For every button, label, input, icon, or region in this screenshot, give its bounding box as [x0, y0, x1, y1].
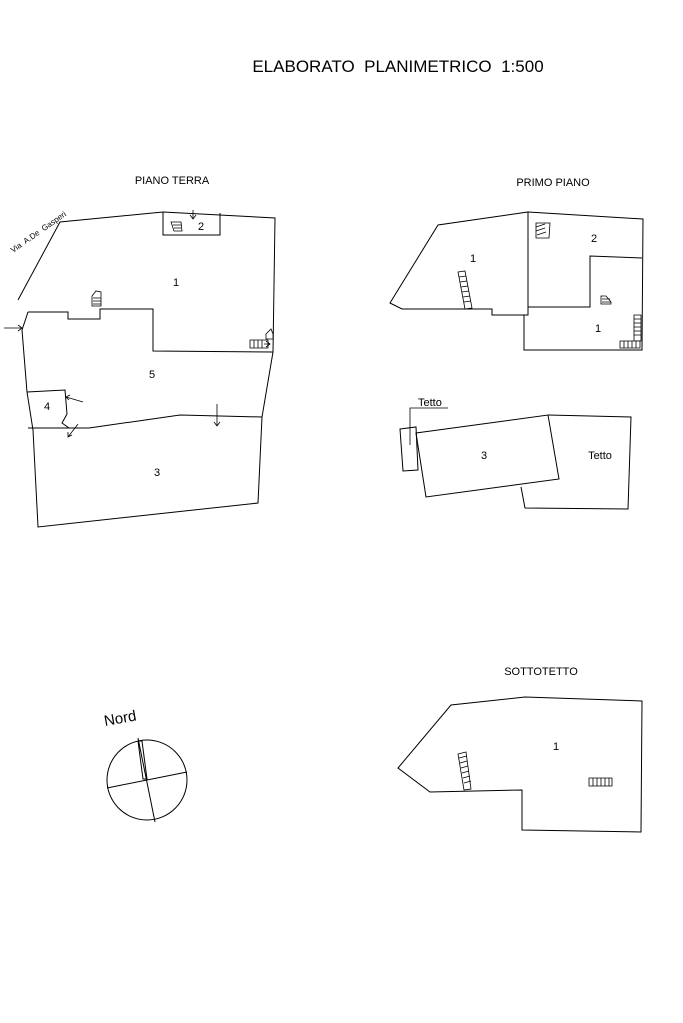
- primo-piano-title: PRIMO PIANO: [516, 177, 590, 189]
- unit-label: 5: [149, 369, 155, 381]
- unit-4-outline: [26, 389, 70, 429]
- unit-label: 1: [595, 323, 601, 335]
- unit-label: 3: [154, 467, 160, 479]
- stair-icon: [249, 328, 274, 349]
- divider-5-3: [28, 414, 263, 429]
- stair-icon: [535, 222, 551, 239]
- unit-1-outline: [397, 696, 643, 833]
- roof-left-label: Tetto: [418, 397, 442, 409]
- unit-3-outline: [415, 414, 560, 498]
- roof-right-label: Tetto: [588, 450, 612, 462]
- unit-label: 1: [470, 253, 476, 265]
- unit-label: 3: [481, 450, 487, 462]
- unit-1-outline: [17, 211, 276, 353]
- roof-leader-line: [409, 407, 448, 445]
- entrance-arrows: [4, 210, 221, 438]
- unit-5-outline: [21, 311, 274, 528]
- stair-icon: [619, 314, 642, 349]
- street-label: Via A.De Gasperi: [9, 209, 68, 254]
- stair-icon: [91, 290, 102, 307]
- divider-2-1: [528, 255, 643, 308]
- stair-icon: [457, 751, 472, 791]
- unit-2-outline: [162, 212, 221, 236]
- unit-label: 2: [591, 233, 597, 245]
- primo-piano-plan: PRIMO PIANO 1 2 1: [389, 177, 644, 351]
- unit-label: 2: [198, 221, 204, 233]
- unit-label: 1: [173, 277, 179, 289]
- stair-icon: [457, 270, 473, 310]
- sottotetto-title: SOTTOTETTO: [504, 666, 578, 678]
- unit-label: 4: [44, 401, 50, 413]
- small-roof-outline: [399, 426, 419, 472]
- unit-1-outline: [389, 211, 529, 316]
- piano-terra-title: PIANO TERRA: [135, 175, 210, 187]
- sottotetto-plan: SOTTOTETTO 1: [397, 666, 643, 833]
- roof-section-plan: Tetto 3 Tetto: [399, 397, 632, 510]
- stair-icon: [588, 777, 613, 787]
- sheet-title: ELABORATO PLANIMETRICO 1:500: [252, 57, 543, 76]
- north-label: Nord: [103, 708, 138, 730]
- right-roof-outline: [520, 414, 632, 510]
- stair-icon: [170, 221, 183, 232]
- unit-right-outline: [523, 211, 644, 351]
- stair-icon: [600, 295, 612, 305]
- unit-label: 1: [553, 741, 559, 753]
- compass-icon: [106, 737, 188, 823]
- piano-terra-plan: PIANO TERRA Via A.De Gasperi: [4, 175, 276, 528]
- north-arrow: Nord: [103, 708, 188, 823]
